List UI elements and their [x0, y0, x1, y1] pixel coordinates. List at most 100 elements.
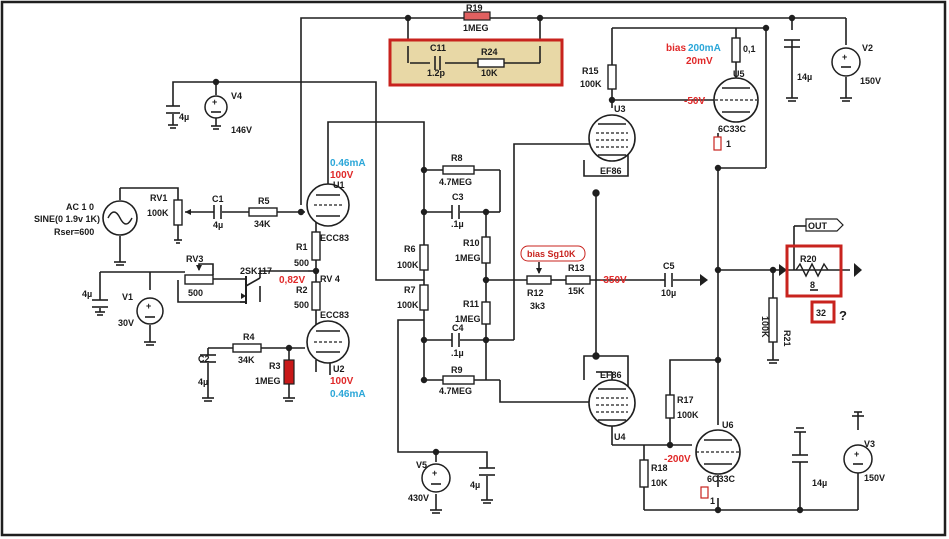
c5-label: C5 [663, 261, 675, 271]
r9-label: R9 [451, 365, 463, 375]
u2-type: ECC83 [320, 310, 349, 320]
u1-name: U1 [333, 180, 345, 190]
r8-resistor [442, 165, 475, 175]
r6-label: R6 [404, 244, 416, 254]
r8-value: 4.7MEG [439, 177, 472, 187]
rv1-value: 100K [147, 208, 169, 218]
u5-tube-icon [713, 77, 759, 123]
bias-label: bias [666, 43, 686, 54]
r7-resistor [419, 284, 429, 311]
v2-cap [784, 39, 800, 102]
r1-value: 500 [294, 258, 309, 268]
svg-text:+: + [842, 52, 847, 62]
r2-label: R2 [296, 285, 308, 295]
svg-text:+: + [146, 301, 151, 311]
r4-value: 34K [238, 355, 255, 365]
r20-highlight-box [785, 244, 843, 298]
ac-line3: Rser=600 [54, 227, 94, 237]
c2-capacitor [200, 354, 216, 402]
rv3-value: 500 [188, 288, 203, 298]
r5-label: R5 [258, 196, 270, 206]
rv3-label: RV3 [186, 254, 203, 264]
v1-source-icon: + [136, 297, 164, 346]
r19-resistor [463, 11, 491, 21]
c3-capacitor [451, 205, 460, 219]
u6-tube-icon [695, 429, 741, 475]
r17-resistor [665, 394, 675, 419]
v4-label: V4 [231, 91, 242, 101]
c1-value: 4µ [213, 220, 223, 230]
c2-value: 4µ [198, 377, 208, 387]
bias-voltage: 20mV [686, 56, 713, 67]
c5-output-arrow-icon [700, 274, 708, 286]
rv1-potentiometer [173, 199, 191, 244]
v2-value: 150V [860, 76, 881, 86]
r24-value: 10K [481, 68, 498, 78]
u5-name: U5 [733, 69, 745, 79]
u6-cathode-resistor [700, 486, 709, 499]
r4-resistor [232, 343, 262, 353]
r6-value: 100K [397, 260, 419, 270]
u5-grid-voltage: -50V [684, 96, 705, 107]
v5-label: V5 [416, 460, 427, 470]
r7-value: 100K [397, 300, 419, 310]
u1-tube-icon [306, 183, 350, 227]
r20-label: R20 [800, 254, 817, 264]
r2-resistor [311, 281, 321, 311]
r9-resistor [442, 375, 475, 385]
ac-source-icon [102, 200, 138, 266]
svg-text:+: + [212, 97, 217, 107]
c11-value: 1.2p [427, 68, 446, 78]
c5-value: 10µ [661, 288, 676, 298]
c4-capacitor [451, 333, 460, 347]
out-node-arrow-icon [779, 264, 787, 276]
r15-label: R15 [582, 66, 599, 76]
v3-label: V3 [864, 439, 875, 449]
sg-bias-tag [520, 245, 586, 262]
v3-source-icon: + [843, 411, 873, 474]
r17-value: 100K [677, 410, 699, 420]
bias-current: 200mA [688, 43, 721, 54]
r15-value: 100K [580, 79, 602, 89]
r19-value: 1MEG [463, 23, 489, 33]
v1-label: V1 [122, 292, 133, 302]
r24-resistor [477, 58, 505, 68]
r3-resistor [283, 359, 295, 385]
r2-value: 500 [294, 300, 309, 310]
r8-label: R8 [451, 153, 463, 163]
r10-label: R10 [463, 238, 480, 248]
u6-grid-voltage: -200V [664, 454, 691, 465]
v4-cap [166, 105, 180, 129]
r21-value: 100K [760, 316, 770, 338]
r12-potentiometer [526, 268, 552, 285]
c1-label: C1 [212, 194, 224, 204]
v3-cap-value: 14µ [812, 478, 827, 488]
u1-type: ECC83 [320, 233, 349, 243]
v3-cap [792, 427, 808, 463]
r15-resistor [607, 64, 617, 90]
r11-label: R11 [463, 299, 479, 309]
r12-label: R12 [527, 288, 544, 298]
jfet-voltage: 0,82V [279, 275, 305, 286]
v4-cap-value: 4µ [179, 112, 189, 122]
r11-value: 1MEG [455, 314, 481, 324]
jfet-2sk117-icon [240, 276, 247, 304]
r3-label: R3 [269, 361, 281, 371]
u5-shunt-value: 0,1 [743, 44, 756, 54]
c1-capacitor [213, 205, 222, 219]
sg-bias-label: bias Sg10K [527, 249, 576, 259]
rv1-label: RV1 [150, 193, 167, 203]
u3-type: EF86 [600, 166, 622, 176]
u3-name: U3 [614, 104, 626, 114]
r24-label: R24 [481, 47, 498, 57]
r1-resistor [311, 231, 321, 261]
c11-capacitor [434, 56, 441, 70]
ac-line2: SINE(0 1.9v 1K) [34, 214, 100, 224]
rv3-potentiometer [184, 263, 214, 285]
r1-label: R1 [296, 242, 308, 252]
u5-cathode-resistor [713, 136, 722, 151]
r5-value: 34K [254, 219, 271, 229]
r3-value: 1MEG [255, 376, 281, 386]
v4-value: 146V [231, 125, 252, 135]
